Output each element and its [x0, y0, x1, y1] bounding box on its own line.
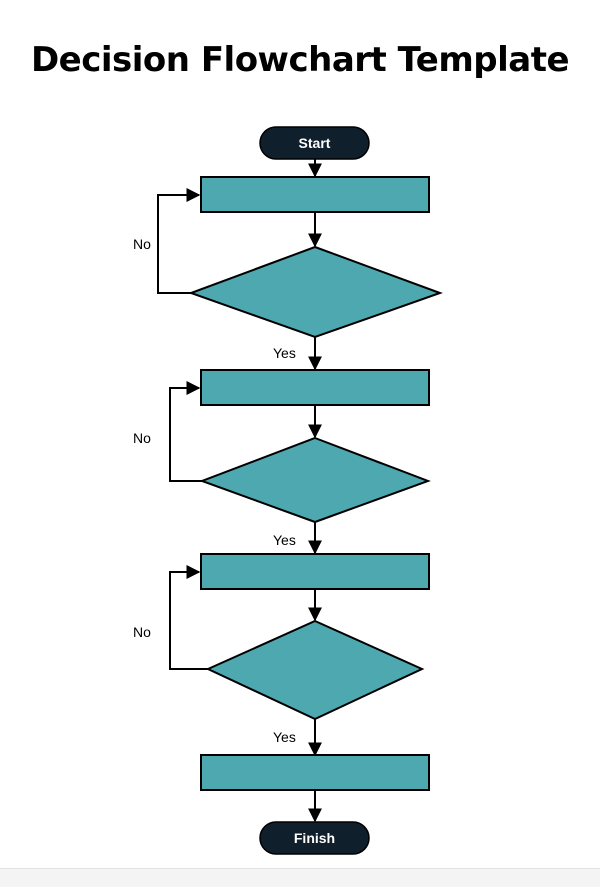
- edge-decision-1-no: [157, 188, 201, 294]
- start-label: Start: [299, 135, 331, 151]
- bottom-strip: [0, 868, 600, 887]
- decision-diamond-1: [188, 245, 443, 339]
- process-box-4: [200, 754, 430, 791]
- label-decision-3-yes: Yes: [273, 729, 296, 745]
- label-decision-2-no: No: [133, 430, 151, 446]
- process-box-3: [200, 553, 430, 590]
- finish-label: Finish: [294, 830, 335, 846]
- label-decision-1-no: No: [133, 236, 151, 252]
- process-box-2: [200, 369, 430, 406]
- label-decision-1-yes: Yes: [273, 345, 296, 361]
- start-node: Start: [259, 126, 370, 160]
- label-decision-3-no: No: [133, 624, 151, 640]
- label-decision-2-yes: Yes: [273, 532, 296, 548]
- connectors: [157, 159, 322, 823]
- process-box-1: [200, 176, 430, 213]
- edge-decision-2-no: [169, 381, 203, 482]
- decision-diamond-2: [199, 436, 431, 524]
- page-title: Decision Flowchart Template: [30, 40, 570, 80]
- decision-diamond-3: [205, 619, 425, 721]
- edge-decision-3-no: [169, 565, 209, 670]
- finish-node: Finish: [259, 821, 370, 855]
